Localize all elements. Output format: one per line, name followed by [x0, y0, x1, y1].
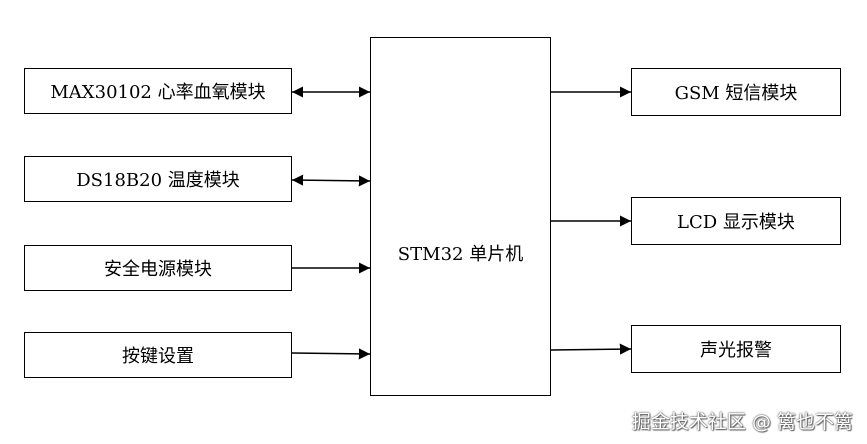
lcd-module-label: LCD 显示模块	[677, 212, 795, 233]
arrow-keys-mcu	[291, 348, 371, 360]
stm32-mcu-box: STM32 单片机	[370, 37, 551, 396]
stm32-mcu-label: STM32 单片机	[397, 244, 524, 265]
max30102-module-box: MAX30102 心率血氧模块	[24, 68, 292, 114]
lcd-module-box: LCD 显示模块	[631, 197, 841, 245]
gsm-module-label: GSM 短信模块	[674, 83, 798, 104]
watermark-text: 掘金技术社区 @ 篱也不篱	[631, 411, 853, 433]
alarm-module-label: 声光报警	[700, 340, 772, 361]
keys-module-label: 按键设置	[122, 346, 194, 367]
ds18b20-module-box: DS18B20 温度模块	[24, 156, 292, 202]
power-module-box: 安全电源模块	[24, 245, 292, 291]
alarm-module-box: 声光报警	[631, 325, 841, 373]
keys-module-box: 按键设置	[24, 332, 292, 378]
arrow-ds18b20-mcu	[291, 174, 371, 187]
ds18b20-module-label: DS18B20 温度模块	[76, 170, 240, 191]
power-module-label: 安全电源模块	[104, 259, 212, 280]
arrow-mcu-alarm	[550, 343, 632, 355]
gsm-module-box: GSM 短信模块	[631, 68, 841, 116]
max30102-module-label: MAX30102 心率血氧模块	[50, 82, 266, 103]
